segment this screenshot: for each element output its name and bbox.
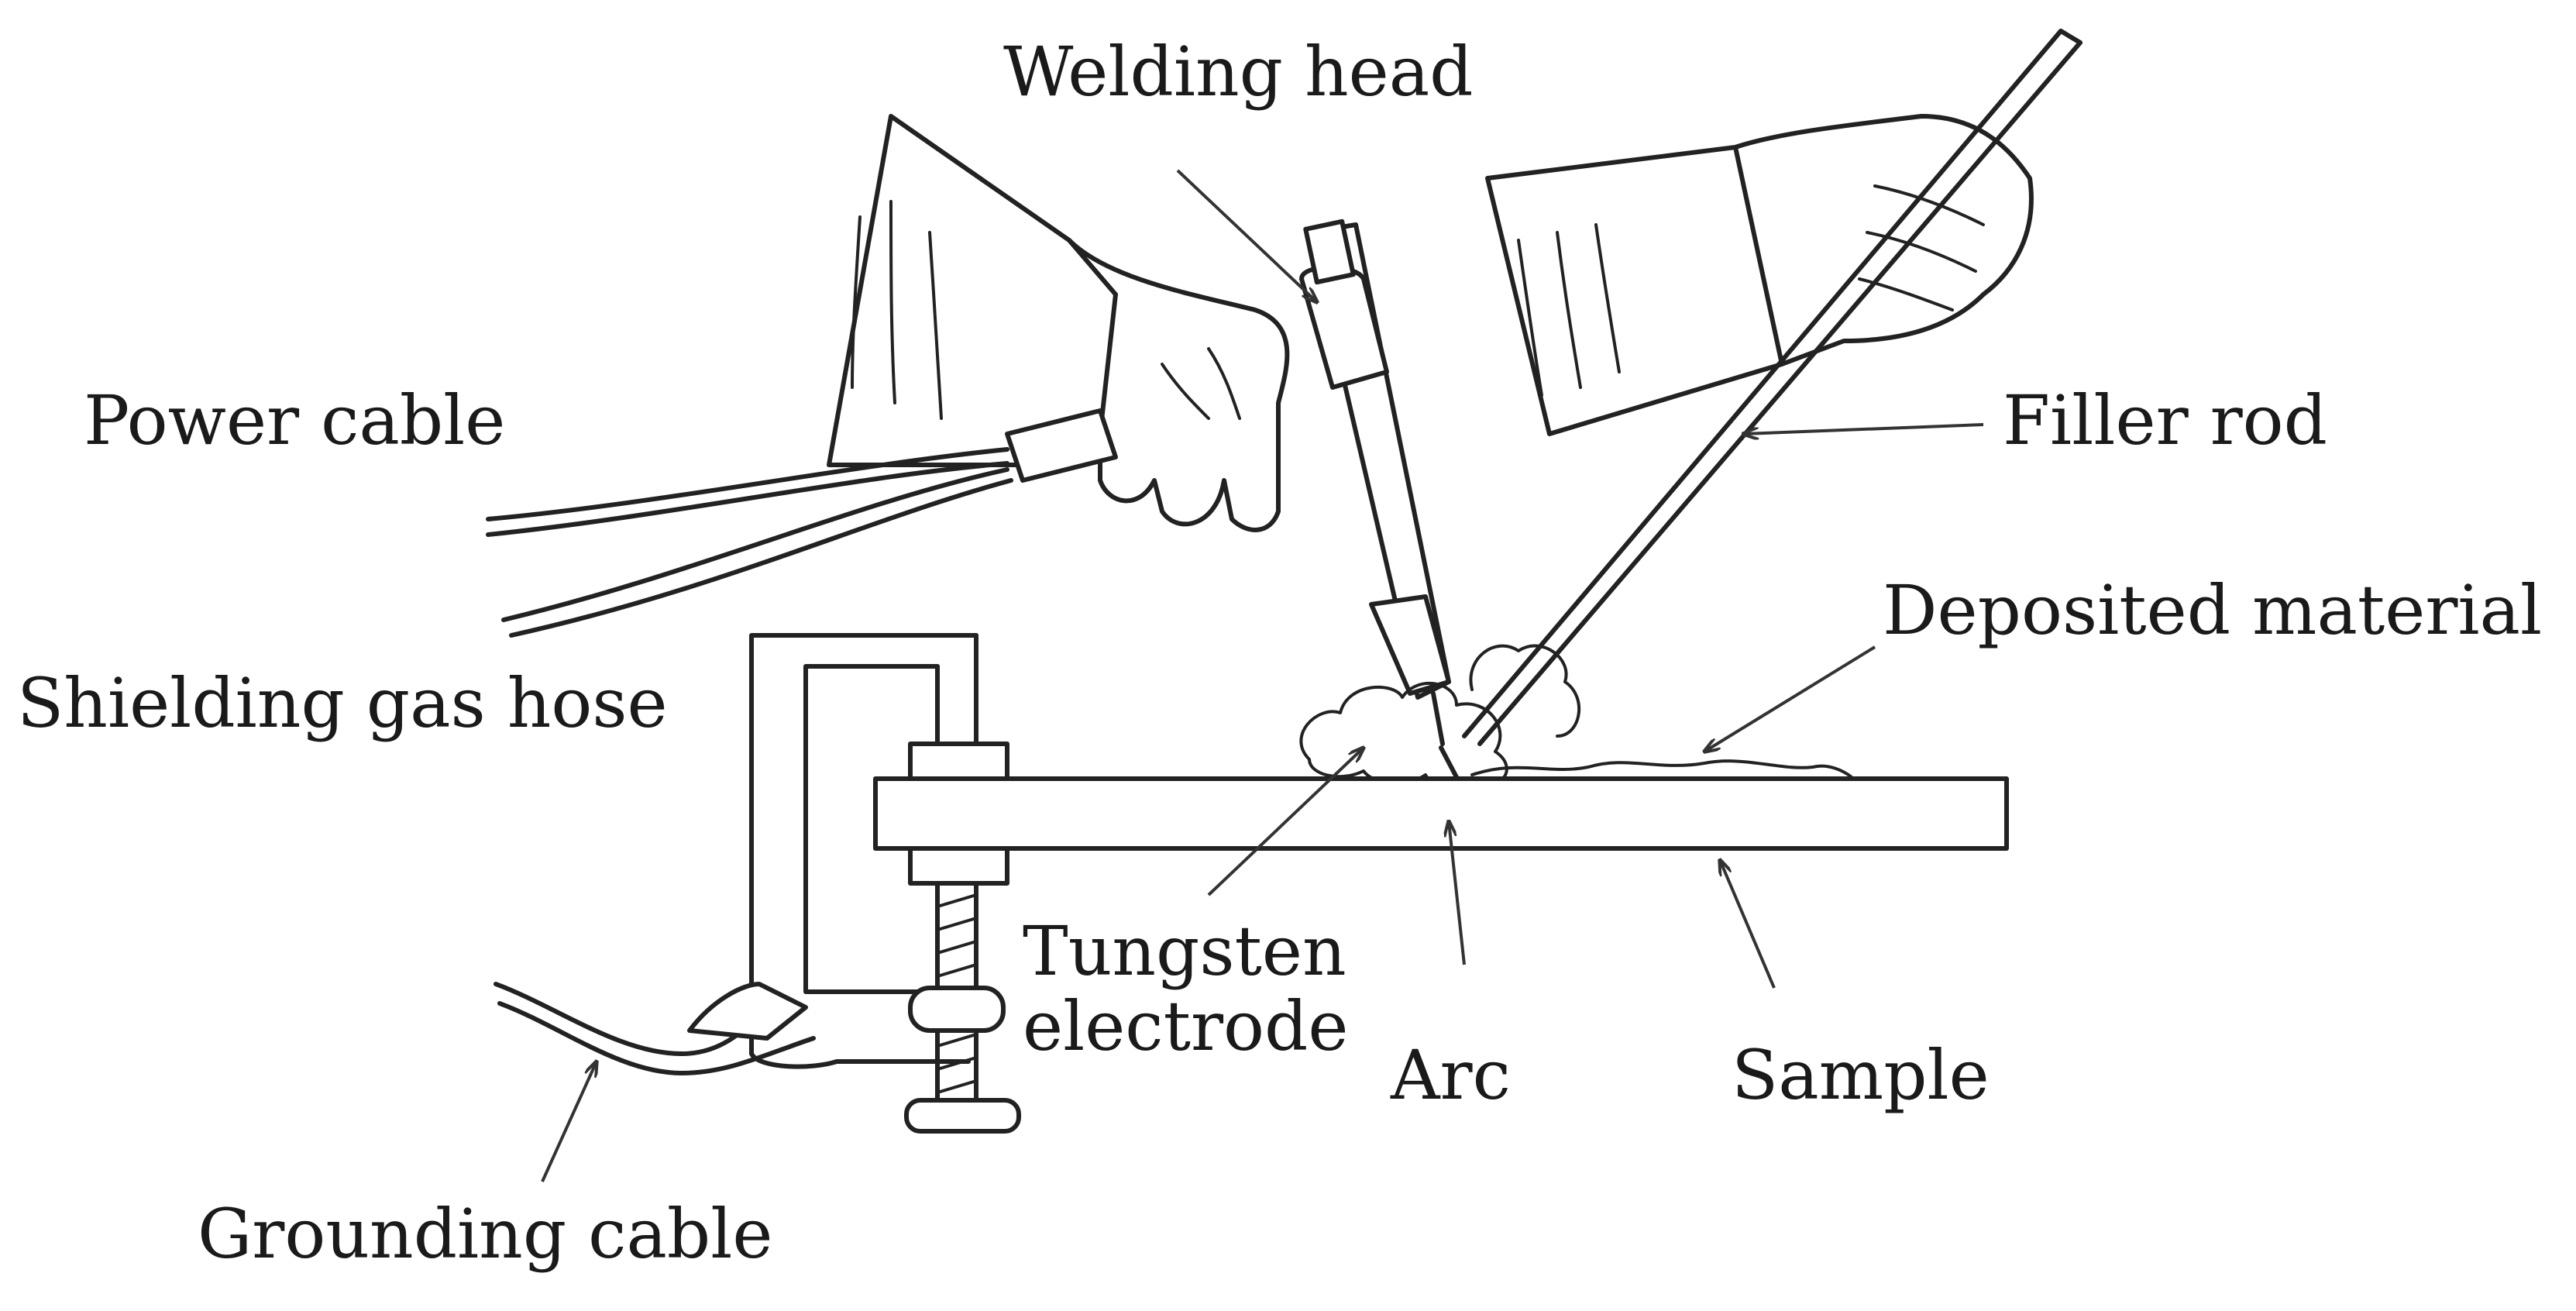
label-deposited-material: Deposited material	[1883, 570, 2543, 650]
label-arc: Arc	[1391, 1035, 1511, 1115]
sample-plate	[873, 745, 2009, 851]
grounding-cable-pointer	[541, 1062, 597, 1182]
label-tungsten-electrode-line1: Tungsten	[1023, 911, 1346, 991]
label-shielding-gas-hose: Shielding gas hose	[17, 663, 668, 743]
label-tungsten-electrode: Tungsten electrode	[1023, 914, 1348, 1065]
deposited-material-pointer	[1704, 645, 1876, 752]
welding-head-pointer	[1176, 169, 1317, 302]
label-filler-rod: Filler rod	[2003, 380, 2327, 460]
welding-head-torch	[1299, 218, 1451, 746]
arc-pointer	[1449, 821, 1466, 965]
filler-rod	[1462, 29, 2082, 746]
sample-pointer	[1720, 860, 1776, 989]
label-sample: Sample	[1732, 1035, 1990, 1115]
power-cable-and-gas-hose	[486, 408, 1118, 638]
filler-rod-pointer	[1743, 423, 1984, 434]
tungsten-electrode-pointer	[1207, 748, 1364, 896]
label-grounding-cable: Grounding cable	[198, 1194, 773, 1274]
label-welding-head: Welding head	[1003, 32, 1474, 112]
label-pointers	[541, 169, 1984, 1182]
label-tungsten-electrode-line2: electrode	[1023, 986, 1349, 1066]
right-hand-illustration	[1485, 114, 2034, 436]
c-clamp	[749, 633, 1021, 1134]
label-power-cable: Power cable	[84, 380, 506, 460]
grounding-cable	[494, 982, 816, 1075]
